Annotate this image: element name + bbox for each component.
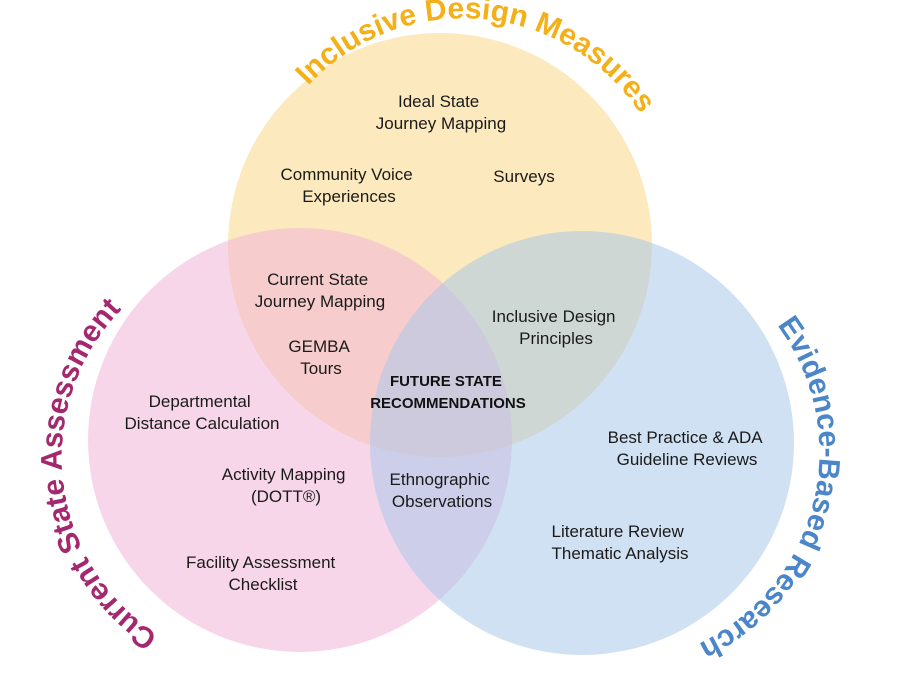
current-state-mapping-label: Current State Journey Mapping xyxy=(255,270,385,311)
inclusive-principles-label: Inclusive Design Principles xyxy=(492,307,621,348)
ideal-state-label: Ideal State Journey Mapping xyxy=(376,92,506,133)
best-practice-label: Best Practice & ADA Guideline Reviews xyxy=(608,428,767,469)
gemba-tours-label: GEMBA Tours xyxy=(288,337,353,378)
facility-assessment-label: Facility Assessment Checklist xyxy=(186,553,340,594)
community-voice-label: Community Voice Experiences xyxy=(280,165,417,206)
activity-mapping-label: Activity Mapping (DOTT®) xyxy=(222,465,351,506)
future-state-label: FUTURE STATE RECOMMENDATIONS xyxy=(370,373,526,412)
ethnographic-label: Ethnographic Observations xyxy=(390,470,495,511)
departmental-label: Departmental Distance Calculation xyxy=(125,392,280,433)
evidence-based-circle xyxy=(370,231,794,655)
literature-review-label: Literature Review Thematic Analysis xyxy=(551,522,688,563)
surveys-label: Surveys xyxy=(493,167,554,186)
